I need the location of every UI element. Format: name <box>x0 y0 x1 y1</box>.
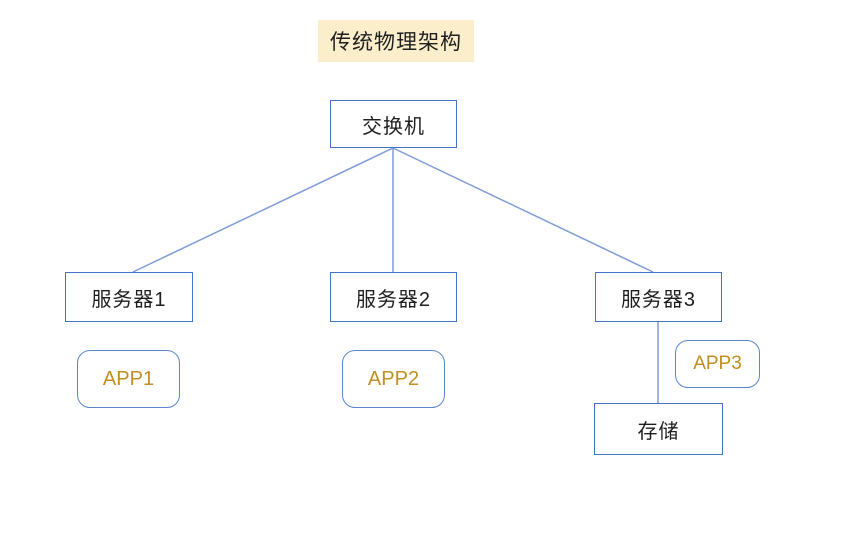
edge-switch-server1 <box>132 147 394 273</box>
node-app1: APP1 <box>77 350 180 408</box>
node-server2-label: 服务器2 <box>355 288 432 311</box>
node-storage: 存储 <box>594 403 723 455</box>
node-switch: 交换机 <box>330 100 457 148</box>
node-server3-label: 服务器3 <box>620 288 697 311</box>
node-server3: 服务器3 <box>595 272 722 322</box>
node-server2: 服务器2 <box>330 272 457 322</box>
node-app3-label: APP3 <box>693 353 742 374</box>
node-app2-label: APP2 <box>367 367 420 390</box>
node-server1: 服务器1 <box>65 272 193 322</box>
node-app1-label: APP1 <box>102 367 155 390</box>
node-switch-label: 交换机 <box>362 115 425 138</box>
diagram-title: 传统物理架构 <box>318 20 474 62</box>
diagram-title-text: 传统物理架构 <box>330 31 462 54</box>
node-server1-label: 服务器1 <box>91 288 167 311</box>
edge-switch-server3 <box>392 147 654 273</box>
node-app2: APP2 <box>342 350 445 408</box>
node-app3: APP3 <box>675 340 760 388</box>
node-storage-label: 存储 <box>637 420 680 443</box>
